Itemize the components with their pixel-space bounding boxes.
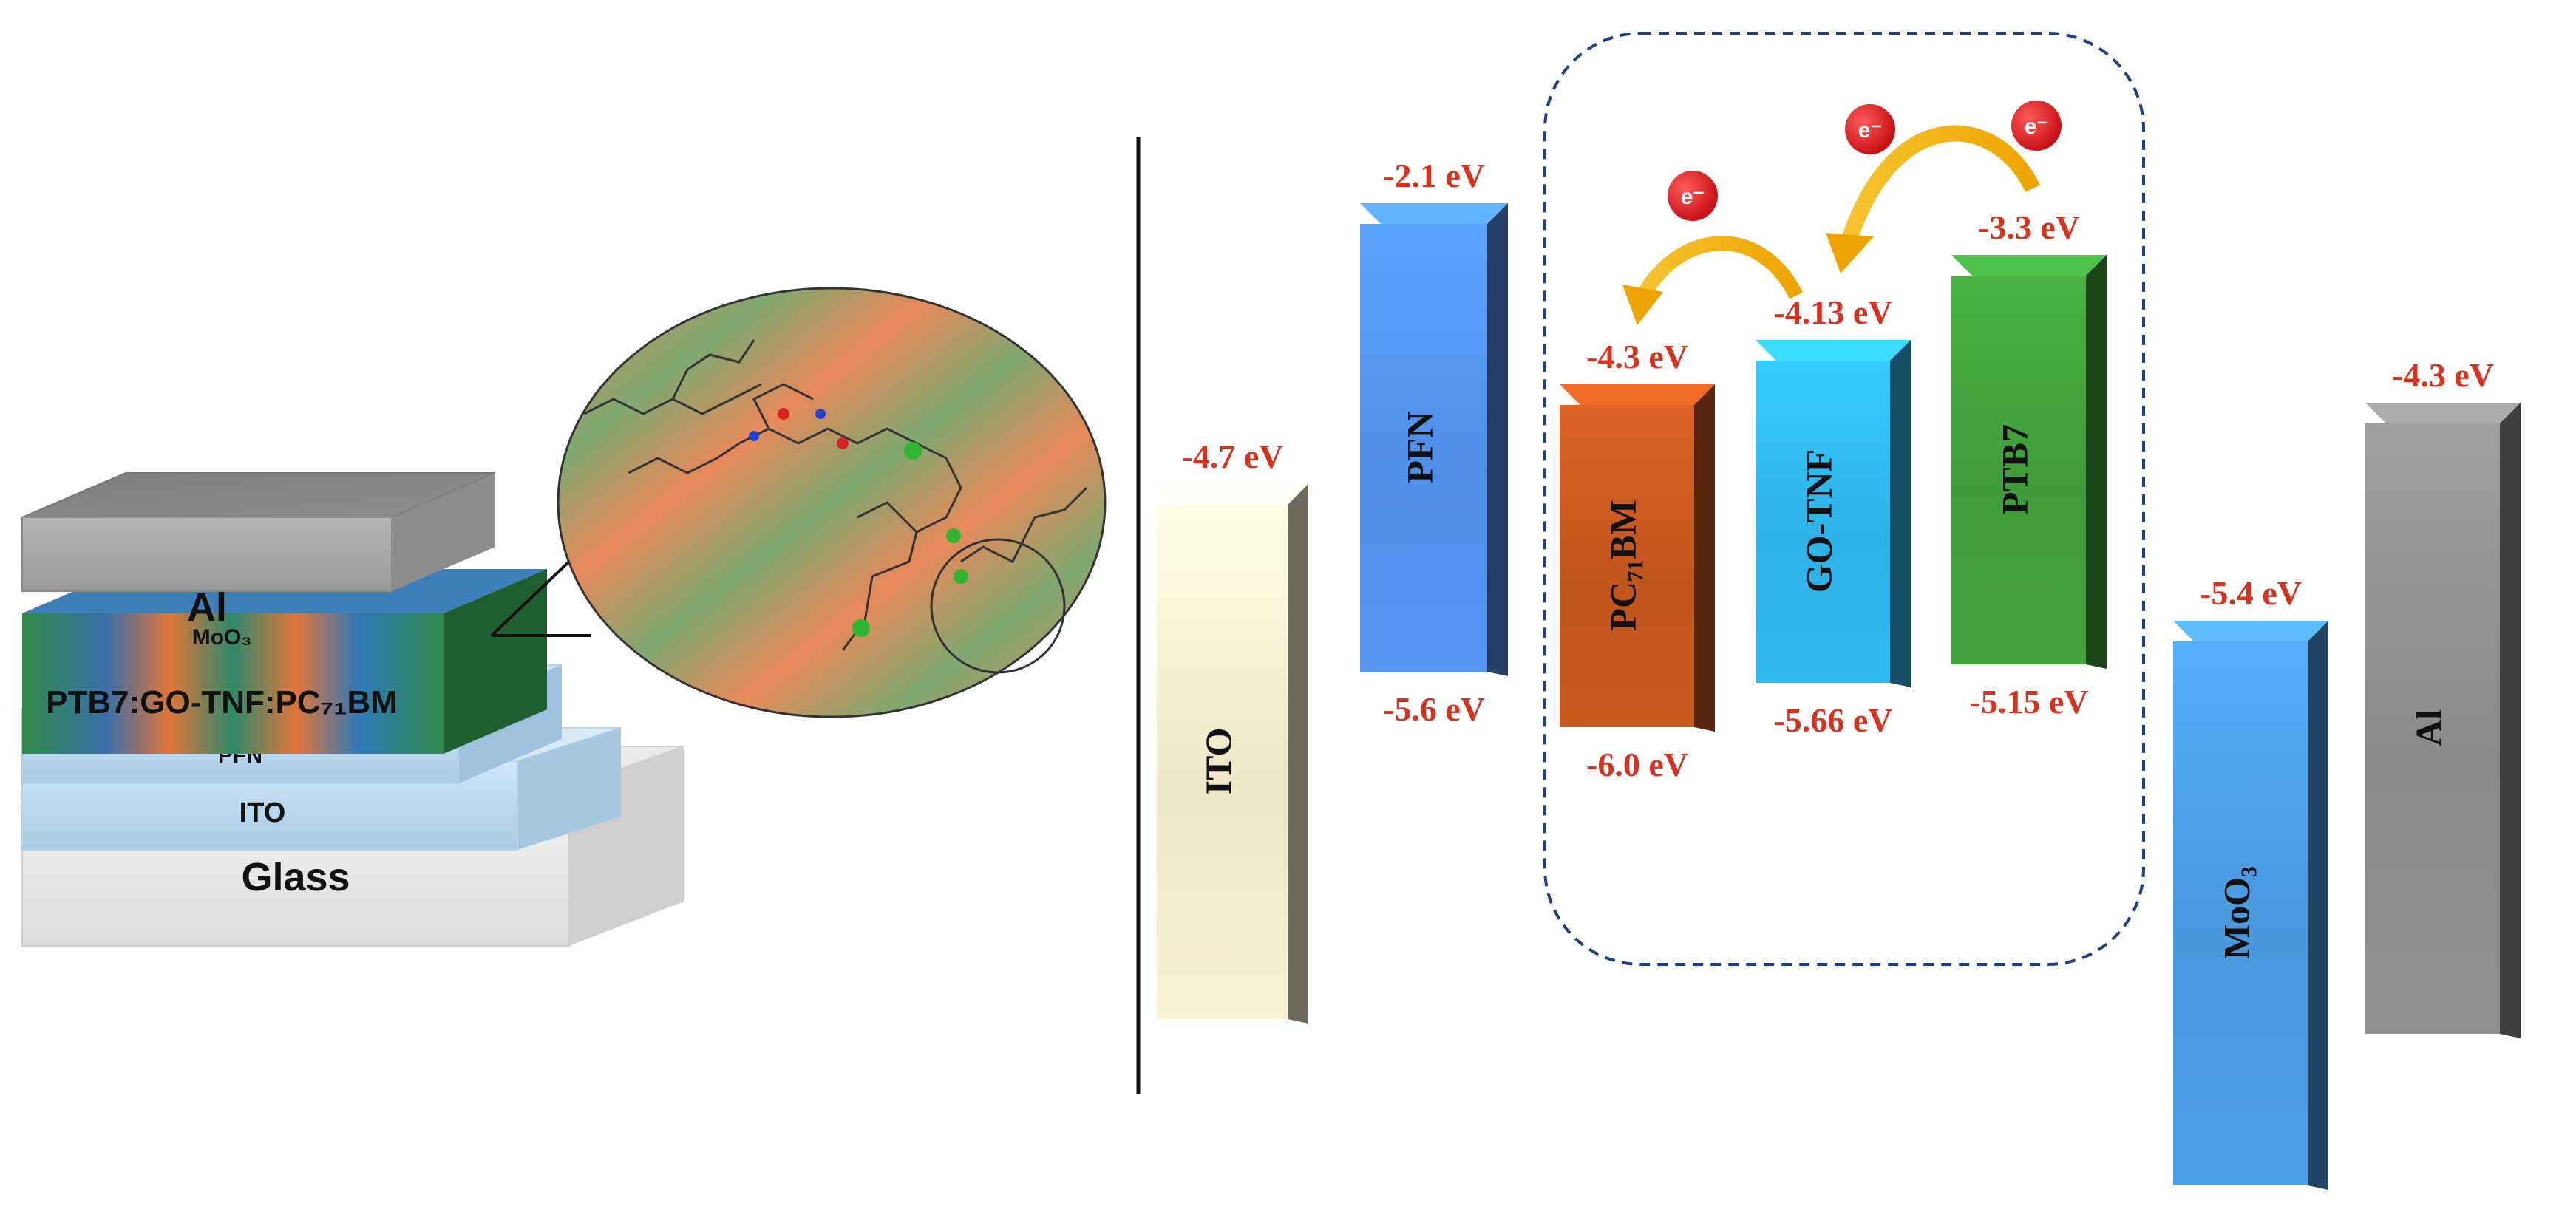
molecule-atom-red (778, 408, 789, 420)
bottom-energy-label: -5.66 eV (1774, 701, 1893, 739)
bar-top-face (1560, 384, 1715, 405)
bar-top-face (2173, 621, 2328, 641)
al-layer: Al (21, 472, 496, 630)
molecule-atom-blue (815, 409, 826, 419)
bar-front-face (1560, 405, 1694, 727)
zoom-line-top (490, 556, 574, 637)
molecule-atom-green (904, 442, 922, 460)
electron-icon: e⁻ (1845, 104, 1895, 154)
bar-label: PTB7 (1994, 424, 2035, 514)
top-energy-label: -5.4 eV (2200, 574, 2302, 612)
energy-bar-gotnf: GO-TNF -4.13 eV -5.66 eV (1756, 293, 1911, 739)
bar-label: GO-TNF (1798, 449, 1839, 593)
top-energy-label: -4.3 eV (1586, 338, 1688, 375)
energy-bar-moo3: MoO₃ -5.4 eV (2173, 574, 2328, 1190)
ito-label: ITO (239, 797, 286, 828)
bottom-energy-label: -5.15 eV (1970, 683, 2089, 721)
energy-bar-al: Al -4.3 eV (2365, 356, 2521, 1038)
energy-bar-ito: ITO -4.7 eV (1157, 437, 1308, 1024)
active-layer-label: PTB7:GO-TNF:PC₇₁BM (46, 684, 398, 721)
active-layer: MoO₃ PTB7:GO-TNF:PC₇₁BM (22, 569, 547, 754)
bar-front-face (1360, 224, 1487, 672)
molecule-atom-green (954, 569, 968, 584)
molecule-atom-blue (749, 431, 759, 441)
bar-front-face (2173, 641, 2308, 1185)
al-label: Al (187, 585, 227, 630)
bar-front-face (1951, 276, 2086, 664)
top-energy-label: -3.3 eV (1978, 208, 2080, 246)
bar-top-face (2365, 403, 2521, 423)
active-components-box (1543, 32, 2145, 966)
bar-label: PFN (1399, 411, 1440, 483)
energy-bar-pfn: PFN -2.1 eV -5.6 eV (1360, 157, 1508, 728)
bar-front-face (1756, 361, 1890, 683)
bottom-energy-label: -5.6 eV (1383, 690, 1485, 728)
bar-top-face (1360, 203, 1508, 224)
molecule-atom-red (837, 437, 849, 449)
svg-text:e⁻: e⁻ (1681, 185, 1705, 209)
bar-label: MoO₃ (2215, 866, 2257, 959)
bar-side-face (1487, 203, 1508, 676)
bar-side-face (2308, 621, 2328, 1190)
glass-label: Glass (241, 855, 350, 899)
molecule-atom-green (852, 619, 870, 637)
zoom-bubble (557, 287, 1107, 718)
bar-top-face (1157, 484, 1308, 505)
top-energy-label: -4.7 eV (1182, 437, 1284, 475)
moo3-label: MoO₃ (192, 625, 252, 650)
electron-icon: e⁻ (1668, 171, 1718, 221)
bar-label: ITO (1197, 728, 1239, 795)
bar-top-face (1951, 255, 2107, 276)
svg-text:e⁻: e⁻ (2025, 115, 2049, 139)
bottom-energy-label: -6.0 eV (1586, 746, 1688, 783)
bar-top-face (1756, 340, 1911, 361)
bar-side-face (1694, 384, 1715, 732)
molecule-atom-green (946, 528, 961, 543)
svg-text:e⁻: e⁻ (1858, 118, 1883, 143)
top-energy-label: -2.1 eV (1383, 157, 1485, 194)
bar-label: Al (2407, 709, 2449, 746)
bar-side-face (1890, 340, 1911, 687)
energy-level-bars: ITO -4.7 eV PFN -2.1 eV -5.6 eV PC₇₁BM -4.3 eV… (1157, 157, 2521, 1190)
arrow-gotnf-to-pcbm-head (1622, 285, 1663, 325)
arrow-gotnf-to-pcbm (1634, 236, 1803, 303)
bar-front-face (2365, 423, 2500, 1034)
top-energy-label: -4.13 eV (1774, 293, 1893, 331)
energy-bar-ptb7: PTB7 -3.3 eV -5.15 eV (1951, 208, 2107, 721)
bar-side-face (2500, 403, 2521, 1038)
arrow-ptb7-to-gotnf-head (1826, 233, 1874, 273)
device-stack: Glass ITO PFN MoO₃ PTB7:GO-TNF:PC₇₁BM (21, 287, 1107, 947)
bar-front-face (1157, 505, 1288, 1019)
bar-side-face (2086, 255, 2107, 669)
energy-bar-pcbm: PC₇₁BM -4.3 eV -6.0 eV (1560, 338, 1715, 783)
arrow-ptb7-to-gotnf (1840, 125, 2040, 247)
bar-label: PC₇₁BM (1602, 500, 1643, 630)
top-energy-label: -4.3 eV (2392, 356, 2494, 394)
electron-arrows: e⁻ e⁻ e⁻ (1622, 101, 2062, 325)
bar-side-face (1288, 484, 1308, 1024)
electron-icon: e⁻ (2011, 101, 2062, 151)
